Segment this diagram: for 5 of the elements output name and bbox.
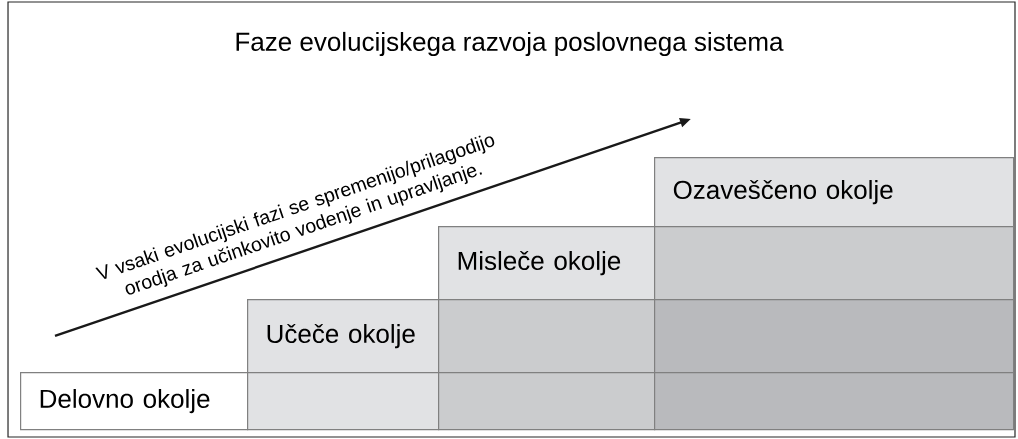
stage-box: Misleče okolje	[438, 226, 656, 301]
stage-box: Delovno okolje	[20, 372, 249, 431]
stage-box: Učeče okolje	[247, 299, 440, 374]
title: Faze evolucijskega razvoja poslovnega sistema	[236, 31, 784, 57]
stage-box: Ozaveščeno okolje	[654, 157, 1015, 228]
